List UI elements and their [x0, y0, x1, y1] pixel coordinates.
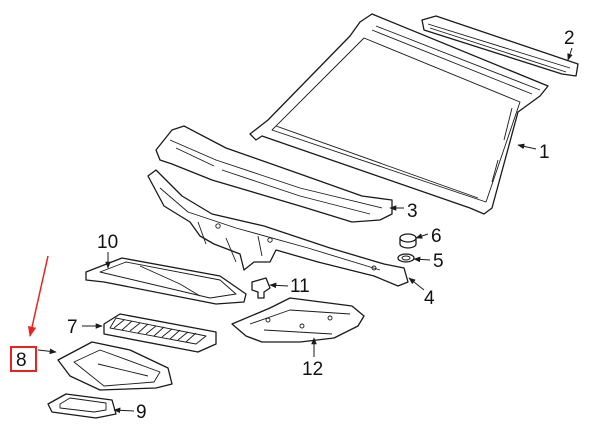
callout-12: 12 — [302, 359, 323, 380]
part-3-cowl-panel — [155, 125, 393, 223]
leader-2 — [567, 47, 573, 61]
callout-3: 3 — [407, 201, 418, 222]
callout-8: 8 — [16, 350, 27, 371]
part-4-lower-cowl — [147, 169, 409, 287]
callout-5: 5 — [433, 251, 444, 272]
callout-6: 6 — [431, 226, 442, 247]
part-5-plug — [397, 253, 415, 263]
leader-1 — [517, 143, 537, 150]
part-8-housing — [57, 341, 173, 391]
leader-9 — [113, 407, 135, 414]
part-10-tray — [85, 257, 247, 305]
part-1-windshield-frame — [249, 13, 549, 215]
callout-4: 4 — [424, 288, 435, 309]
callout-11: 11 — [290, 276, 310, 297]
callout-10: 10 — [97, 232, 118, 253]
part-12-cover-panel — [231, 297, 365, 343]
callout-9: 9 — [136, 402, 147, 423]
part-6-grommet — [399, 233, 417, 249]
callout-2: 2 — [564, 28, 575, 49]
part-11-clip — [251, 277, 271, 299]
leader-6 — [415, 233, 429, 239]
part-7-filter — [103, 313, 217, 353]
highlight-box — [10, 346, 37, 372]
leader-4 — [408, 277, 425, 291]
leader-lines — [37, 47, 573, 414]
leader-11 — [269, 282, 289, 289]
callout-1: 1 — [539, 142, 550, 163]
callout-7: 7 — [67, 317, 78, 338]
part-9-seal-gasket — [47, 393, 117, 419]
part-2-header-strip — [421, 15, 579, 77]
leader-5 — [413, 256, 431, 263]
highlight-arrow — [27, 255, 49, 338]
leader-8 — [37, 348, 57, 355]
